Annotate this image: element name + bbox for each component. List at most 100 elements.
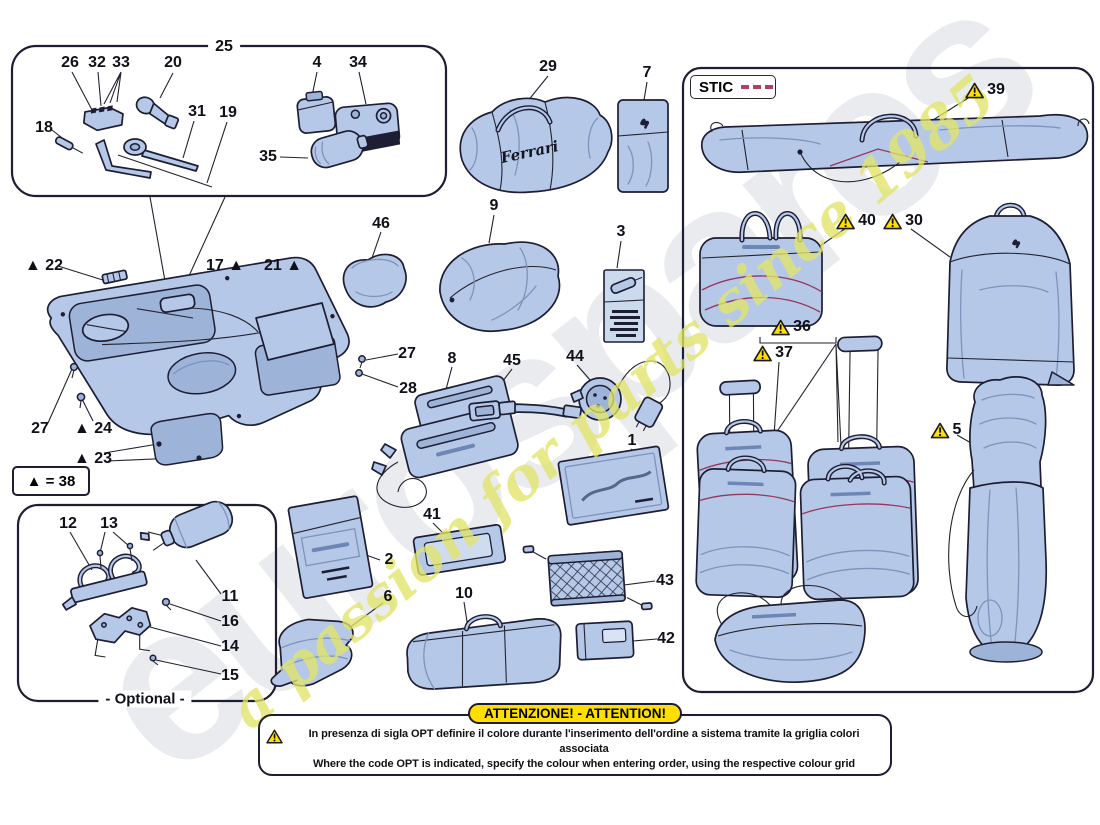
duffel-bag: Ferrari <box>459 96 613 194</box>
golf-bag <box>948 376 1048 663</box>
part-label-25: 25 <box>208 38 240 56</box>
stic-dash-swatch <box>741 85 774 89</box>
warning-label-40: 40 <box>836 212 876 230</box>
wrench <box>95 138 199 179</box>
warranty-pouch <box>557 445 670 526</box>
part-label-32: 32 <box>88 54 106 71</box>
headrest-bag <box>342 253 407 308</box>
tray-flap <box>255 302 335 361</box>
part-label-33: 33 <box>112 54 130 71</box>
optional-label: - Optional - <box>98 690 192 708</box>
tow-hook <box>135 96 180 130</box>
tote-bag <box>714 585 866 683</box>
part-label-24: ▲ 24 <box>73 420 113 437</box>
part-label-31: 31 <box>188 103 206 120</box>
tray-strap-part <box>101 269 128 285</box>
part-label-44: 44 <box>566 348 584 365</box>
part-label-1: 1 <box>627 432 637 449</box>
part-label-10: 10 <box>455 585 473 602</box>
warning-number: 40 <box>858 212 876 229</box>
part-label-4: 4 <box>312 54 322 71</box>
part-label-26: 26 <box>61 54 79 71</box>
warning-number: 5 <box>952 421 962 438</box>
cabin-case-right <box>799 463 915 601</box>
battery-charger <box>371 375 519 508</box>
attention-line-it: In presenza di sigla OPT definire il col… <box>308 728 860 755</box>
fixing-strap <box>468 400 582 422</box>
part-label-21: 21 ▲ <box>263 257 303 274</box>
warning-number: 39 <box>987 81 1005 98</box>
warning-triangle-icon <box>930 422 950 439</box>
extinguisher-clamp <box>61 553 148 611</box>
sealant-canister <box>310 130 369 169</box>
part-label-6: 6 <box>383 588 393 605</box>
diagram-canvas: Ferrari <box>10 44 1095 703</box>
ski-bag <box>700 113 1090 183</box>
warning-label-5: 5 <box>930 421 962 439</box>
part-label-17: 17 ▲ <box>205 257 245 274</box>
battery-conditioner <box>296 90 337 134</box>
part-label-45: 45 <box>503 352 521 369</box>
part-label-9: 9 <box>489 197 499 214</box>
attention-line-en: Where the code OPT is indicated, specify… <box>312 758 856 770</box>
part-label-12: 12 <box>59 515 77 532</box>
part-label-34: 34 <box>349 54 367 71</box>
cabin-case-left <box>695 455 797 599</box>
warning-triangle-icon <box>753 345 772 362</box>
warning-triangle-icon <box>965 82 984 99</box>
part-label-15: 15 <box>221 667 239 684</box>
part-label-46: 46 <box>372 215 390 232</box>
part-label-23: ▲ 23 <box>73 450 113 467</box>
attention-box: ATTENZIONE! - ATTENTION! In presenza di … <box>258 703 892 776</box>
part-label-28: 28 <box>399 380 417 397</box>
warning-label-30: 30 <box>883 212 923 230</box>
garment-bag <box>946 202 1075 386</box>
screwdriver <box>54 136 84 154</box>
accessory-box <box>412 523 507 576</box>
part-label-27-right: 27 <box>398 345 416 362</box>
tray-screws <box>69 355 366 461</box>
part-label-35: 35 <box>259 148 277 165</box>
warning-label-37: 37 <box>753 344 793 362</box>
clamp-screws <box>96 542 172 666</box>
part-label-11: 11 <box>221 588 239 605</box>
parts-diagram-page: { "watermark": { "brand": "eurospares", … <box>10 0 1095 822</box>
triangle-legend: ▲ = 38 <box>12 466 90 496</box>
part-label-22: ▲ 22 <box>24 257 64 274</box>
part-label-19: 19 <box>219 104 237 121</box>
warning-triangle-icon <box>883 213 902 230</box>
tommy-bar <box>117 154 213 188</box>
part-label-3: 3 <box>616 223 626 240</box>
luggage-net <box>522 545 653 611</box>
part-label-42: 42 <box>657 630 675 647</box>
part-label-18: 18 <box>35 119 53 136</box>
extinguisher-bracket <box>89 607 152 658</box>
tool-bag <box>406 614 562 690</box>
fire-extinguisher <box>139 500 234 551</box>
tray-subwoofer <box>150 412 224 466</box>
part-label-13: 13 <box>100 515 118 532</box>
warning-number: 36 <box>793 318 811 335</box>
warning-triangle-icon <box>771 319 790 336</box>
stic-legend: STIC <box>690 75 776 99</box>
part-label-8: 8 <box>447 350 457 367</box>
part-label-41: 41 <box>423 506 441 523</box>
warning-label-36: 36 <box>771 318 811 336</box>
inspection-lamp <box>570 360 671 432</box>
warning-number: 37 <box>775 344 793 361</box>
trunk-tray <box>46 256 350 436</box>
part-label-27-left: 27 <box>31 420 49 437</box>
part-label-43: 43 <box>656 572 674 589</box>
folded-cover <box>270 618 354 687</box>
small-box <box>575 620 635 661</box>
warning-triangle-icon <box>836 213 855 230</box>
warning-triangle-icon <box>266 729 283 744</box>
part-label-14: 14 <box>221 638 239 655</box>
luggage-panel <box>681 66 1095 694</box>
briefcase <box>699 211 823 327</box>
stic-label: STIC <box>699 78 734 96</box>
instruction-card <box>603 269 645 343</box>
warning-label-39: 39 <box>965 81 1005 99</box>
car-cover-bag <box>439 241 561 332</box>
attention-title: ATTENZIONE! - ATTENTION! <box>468 703 682 724</box>
